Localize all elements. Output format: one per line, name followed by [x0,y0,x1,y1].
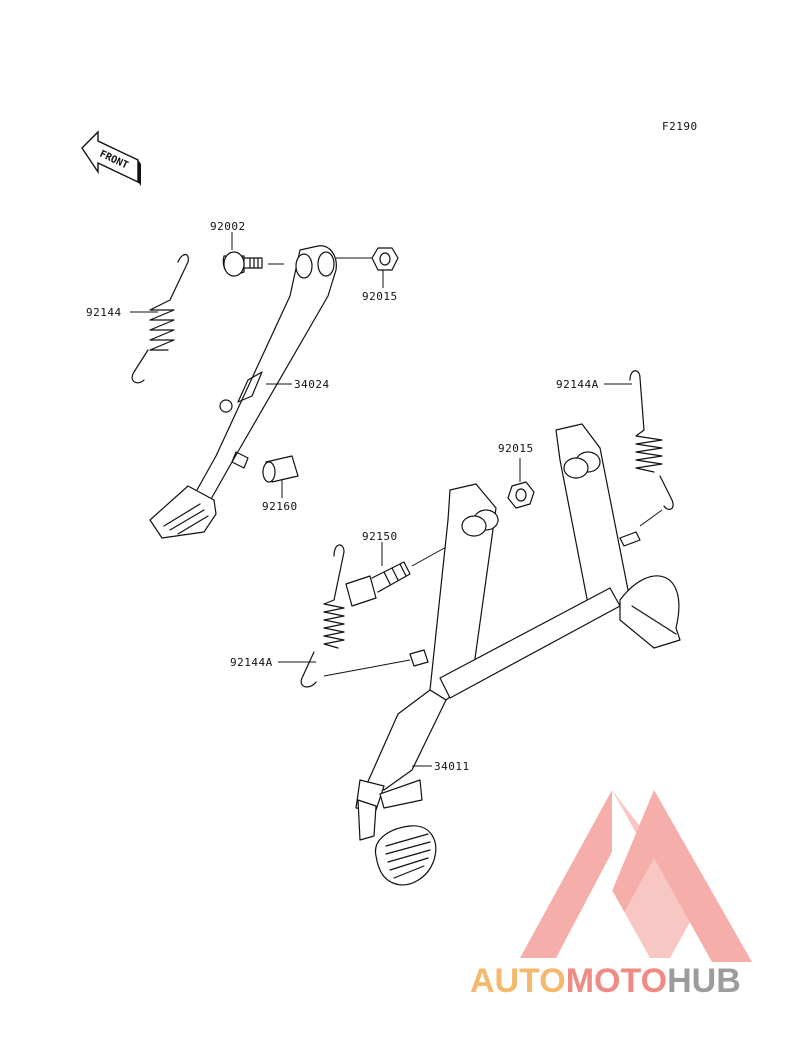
label-92002: 92002 [210,220,246,233]
spring-92144 [131,253,189,384]
watermark-logo-icon [520,790,752,962]
spring-92144A-left [300,544,345,688]
label-92144: 92144 [86,306,122,319]
label-92144A-right: 92144A [556,378,599,391]
label-34024: 34024 [294,378,330,391]
nut-92015-upper [336,247,399,271]
bolt-92150 [345,545,449,607]
label-92015-upper: 92015 [362,290,398,303]
bolt-92002 [222,251,284,277]
center-stand-34011 [355,423,681,886]
watermark-text: AUTOMOTOHUB [470,962,741,1000]
label-92015-lower: 92015 [498,442,534,455]
nut-92015-lower [507,481,535,509]
spacer-92160 [262,455,299,483]
label-92150: 92150 [362,530,398,543]
label-92144A-left: 92144A [230,656,273,669]
label-34011: 34011 [434,760,470,773]
label-92160: 92160 [262,500,298,513]
spring-92144A-right [629,370,674,510]
side-stand-34024 [149,245,337,539]
front-arrow-icon: FRONT [81,130,141,186]
figure-code: F2190 [662,120,698,133]
